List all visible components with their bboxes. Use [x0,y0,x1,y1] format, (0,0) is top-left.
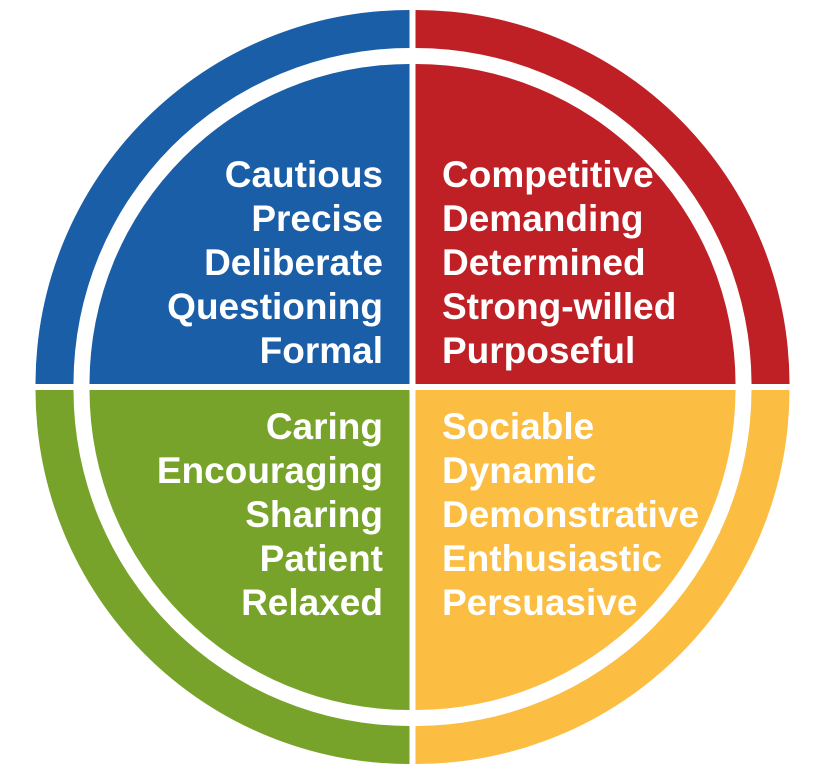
traits-list-bottom-right: Sociable Dynamic Demonstrative Enthusias… [442,405,699,625]
trait-label: Relaxed [241,582,383,623]
trait-label: Formal [259,330,383,371]
trait-label: Deliberate [204,242,383,283]
trait-label: Persuasive [442,582,638,623]
trait-label: Strong-willed [442,286,677,327]
trait-label: Competitive [442,154,654,195]
trait-label: Patient [259,538,383,579]
quadrant-top-left-ring [35,10,410,384]
quadrant-top-left-disc [89,64,410,384]
trait-label: Sociable [442,406,595,447]
quadrant-bottom-right-ring [415,390,790,764]
quadrant-top-right-ring [415,10,790,384]
quadrant-top-right-disc [415,64,736,384]
quadrant-bottom-right-disc [415,390,736,710]
trait-label: Demanding [442,198,644,239]
trait-label: Determined [442,242,646,283]
trait-label: Questioning [167,286,383,327]
trait-label: Demonstrative [442,494,700,535]
traits-list-top-right: Competitive Demanding Determined Strong-… [442,153,676,373]
trait-label: Precise [251,198,383,239]
trait-label: Sharing [245,494,383,535]
trait-label: Caring [265,406,383,447]
traits-list-top-left: Cautious Precise Deliberate Questioning … [167,153,383,373]
quadrant-bottom-left-ring [35,390,410,764]
trait-label: Encouraging [156,450,383,491]
quadrant-bottom-left-disc [89,390,410,710]
trait-label: Cautious [224,154,383,195]
trait-label: Purposeful [442,330,636,371]
trait-label: Enthusiastic [442,538,662,579]
trait-label: Dynamic [442,450,597,491]
traits-list-bottom-left: Caring Encouraging Sharing Patient Relax… [157,405,383,625]
